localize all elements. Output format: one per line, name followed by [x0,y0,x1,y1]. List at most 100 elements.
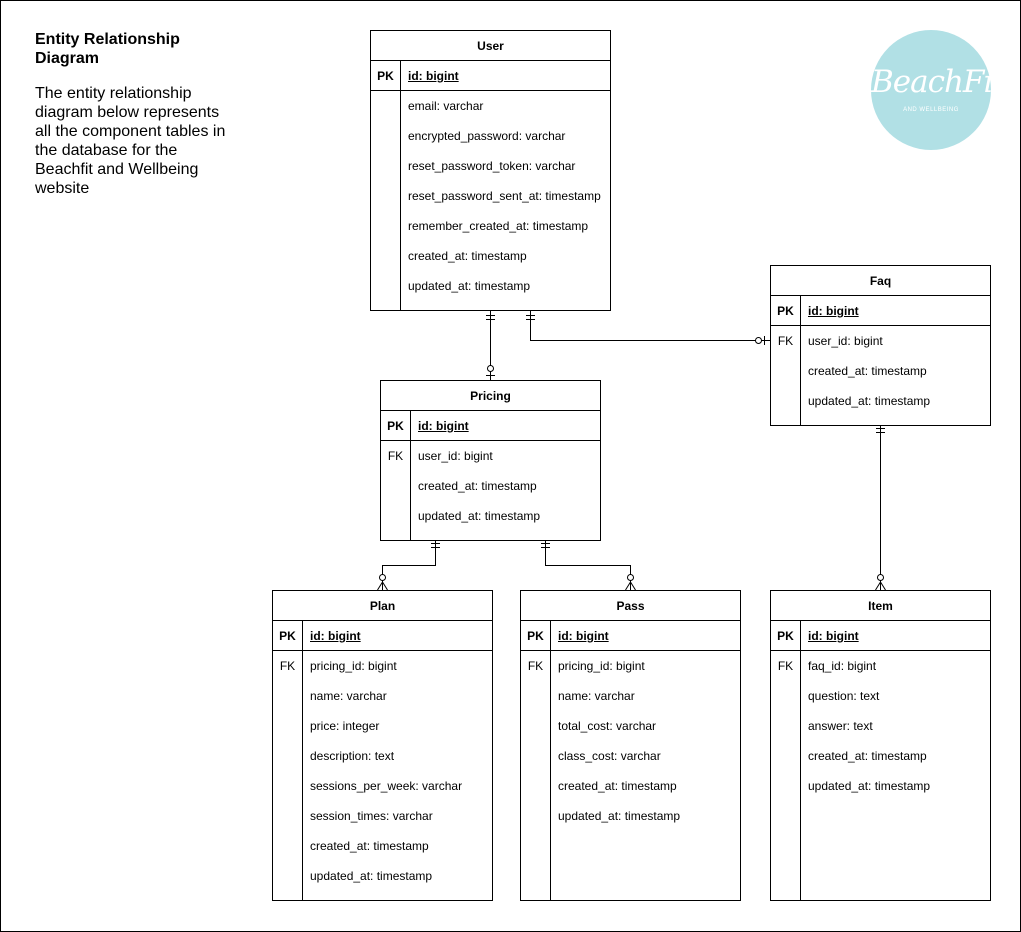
key-marker [771,741,800,771]
key-marker [771,711,800,741]
key-marker: PK [273,621,303,650]
primary-key-field: id: bigint [408,69,459,83]
field: answer: text [808,719,873,733]
foreign-key-marker: FK [387,449,404,463]
key-marker [371,271,400,301]
field: created_at: timestamp [418,479,537,493]
field: email: varchar [408,99,484,113]
primary-key-row: PK id: bigint [381,411,600,441]
foreign-key-marker: FK [777,659,794,673]
key-marker: PK [371,61,401,90]
field: pricing_id: bigint [558,659,645,673]
field-list: pricing_id: bigint name: varchar total_c… [551,651,680,900]
relationship-user-pricing [486,310,495,380]
key-column: FK [771,651,801,900]
logo-brand-text: BeachFit [871,64,1005,100]
field: reset_password_sent_at: timestamp [408,189,601,203]
entity-item[interactable]: Item PK id: bigint FK faq_id: bigint que… [770,590,991,901]
entity-title: User [371,31,610,61]
key-marker [521,771,550,801]
field: sessions_per_week: varchar [310,779,463,793]
foreign-key-marker: FK [279,659,296,673]
field: created_at: timestamp [808,364,927,378]
key-marker [371,241,400,271]
key-column: FK [273,651,303,900]
primary-key-field: id: bigint [808,304,859,318]
key-column: FK [381,441,411,540]
entity-faq[interactable]: Faq PK id: bigint FK user_id: bigint cre… [770,265,991,426]
field-list: user_id: bigint created_at: timestamp up… [411,441,540,540]
key-marker [521,681,550,711]
primary-key-row: PK id: bigint [273,621,492,651]
beachfit-logo: BeachFit AND WELLBEING [871,30,1005,150]
field: question: text [808,689,880,703]
key-marker: PK [381,411,411,440]
primary-key-field: id: bigint [808,629,859,643]
field: session_times: varchar [310,809,433,823]
primary-key-row: PK id: bigint [371,61,610,91]
primary-key-field: id: bigint [310,629,361,643]
field: class_cost: varchar [558,749,661,763]
field: updated_at: timestamp [310,869,433,883]
key-marker [371,91,400,121]
field: pricing_id: bigint [310,659,397,673]
field: reset_password_token: varchar [408,159,576,173]
foreign-key-marker: FK [527,659,544,673]
field: remember_created_at: timestamp [408,219,589,233]
key-marker [273,771,302,801]
logo-tagline: AND WELLBEING [903,107,959,113]
key-marker [381,471,410,501]
field-list: faq_id: bigint question: text answer: te… [801,651,930,900]
key-marker [273,711,302,741]
field-list: pricing_id: bigint name: varchar price: … [303,651,462,900]
field: updated_at: timestamp [558,809,681,823]
key-marker [273,831,302,861]
field: faq_id: bigint [808,659,877,673]
key-marker: PK [521,621,551,650]
entity-title: Pricing [381,381,600,411]
field: user_id: bigint [418,449,493,463]
foreign-key-marker: FK [777,334,794,348]
field: price: integer [310,719,380,733]
key-marker [273,741,302,771]
field: updated_at: timestamp [808,779,931,793]
field: updated_at: timestamp [808,394,931,408]
field: name: varchar [310,689,387,703]
key-marker: PK [771,621,801,650]
key-marker [521,741,550,771]
diagram-title: Entity Relationship Diagram [35,31,180,67]
entity-user[interactable]: User PK id: bigint email: varchar encryp… [370,30,611,311]
key-marker [771,356,800,386]
entity-title: Pass [521,591,740,621]
primary-key-row: PK id: bigint [521,621,740,651]
field: total_cost: varchar [558,719,657,733]
key-column: FK [771,326,801,425]
relationship-user-faq [526,310,770,345]
field-list: email: varchar encrypted_password: varch… [401,91,601,310]
diagram-description: The entity relationship diagram below re… [35,85,226,197]
entity-title: Plan [273,591,492,621]
field: updated_at: timestamp [418,509,541,523]
key-marker [371,181,400,211]
key-marker [381,501,410,531]
key-marker [273,681,302,711]
entity-title: Item [771,591,990,621]
key-marker [371,121,400,151]
field: created_at: timestamp [310,839,429,853]
key-marker [771,386,800,416]
key-marker [521,711,550,741]
entity-plan[interactable]: Plan PK id: bigint FK pricing_id: bigint… [272,590,493,901]
relationship-pricing-plan [377,540,440,591]
field: updated_at: timestamp [408,279,531,293]
key-marker [273,801,302,831]
key-marker [521,801,550,831]
field: created_at: timestamp [558,779,677,793]
field: created_at: timestamp [808,749,927,763]
entity-pricing[interactable]: Pricing PK id: bigint FK user_id: bigint… [380,380,601,541]
entity-pass[interactable]: Pass PK id: bigint FK pricing_id: bigint… [520,590,741,901]
primary-key-field: id: bigint [418,419,469,433]
field: description: text [310,749,395,763]
key-marker [771,771,800,801]
field-list: user_id: bigint created_at: timestamp up… [801,326,930,425]
